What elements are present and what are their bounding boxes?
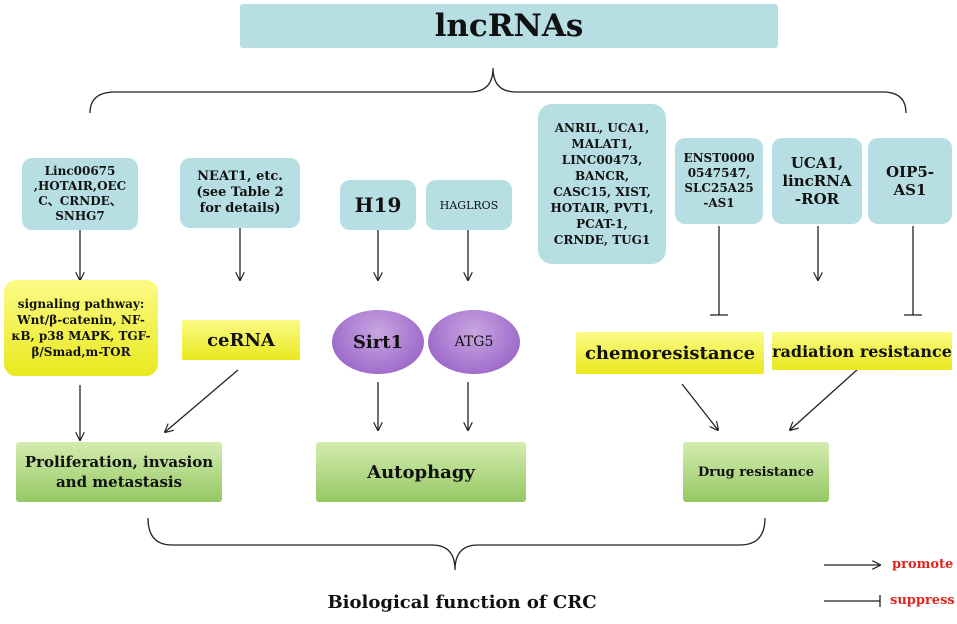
- node-enst: ENST0000 0547547, SLC25A25 -AS1: [675, 138, 763, 224]
- node-uca1-lincrna-ror: UCA1, lincRNA -ROR: [772, 138, 862, 224]
- node-proliferation: Proliferation, invasion and metastasis: [16, 442, 222, 502]
- legend-suppress-label: suppress: [890, 593, 955, 608]
- node-chemoresistance: chemoresistance: [576, 332, 764, 374]
- node-autophagy: Autophagy: [316, 442, 526, 502]
- bottom-brace: [147, 517, 766, 571]
- node-linc00675: Linc00675 ,HOTAIR,OEC C、CRNDE、 SNHG7: [22, 158, 138, 230]
- node-atg5: ATG5: [428, 310, 520, 374]
- node-oip5-as1: OIP5- AS1: [868, 138, 952, 224]
- node-sirt1: Sirt1: [332, 310, 424, 374]
- node-radiation-resistance: radiation resistance: [772, 332, 952, 370]
- arrow-radiation-drug: [790, 368, 859, 430]
- node-drug-resistance: Drug resistance: [683, 442, 829, 502]
- top-brace: [89, 67, 907, 114]
- node-neat1: NEAT1, etc.(see Table 2 for details): [180, 158, 300, 228]
- arrow-cerna-proliferation: [165, 369, 239, 432]
- lncrnas-title-box: lncRNAs: [240, 4, 778, 48]
- footer-caption: Biological function of CRC: [327, 592, 597, 613]
- node-haglros: HAGLROS: [426, 180, 512, 230]
- node-cerna: ceRNA: [182, 320, 300, 360]
- arrow-chemo-drug: [681, 383, 718, 430]
- node-h19: H19: [340, 180, 416, 230]
- node-anril-group: ANRIL, UCA1, MALAT1, LINC00473, BANCR, C…: [538, 104, 666, 264]
- lncrnas-title: lncRNAs: [434, 8, 584, 44]
- node-signaling-pathway: signaling pathway: Wnt/β-catenin, NF-κB,…: [4, 280, 158, 376]
- legend-promote-label: promote: [892, 557, 954, 572]
